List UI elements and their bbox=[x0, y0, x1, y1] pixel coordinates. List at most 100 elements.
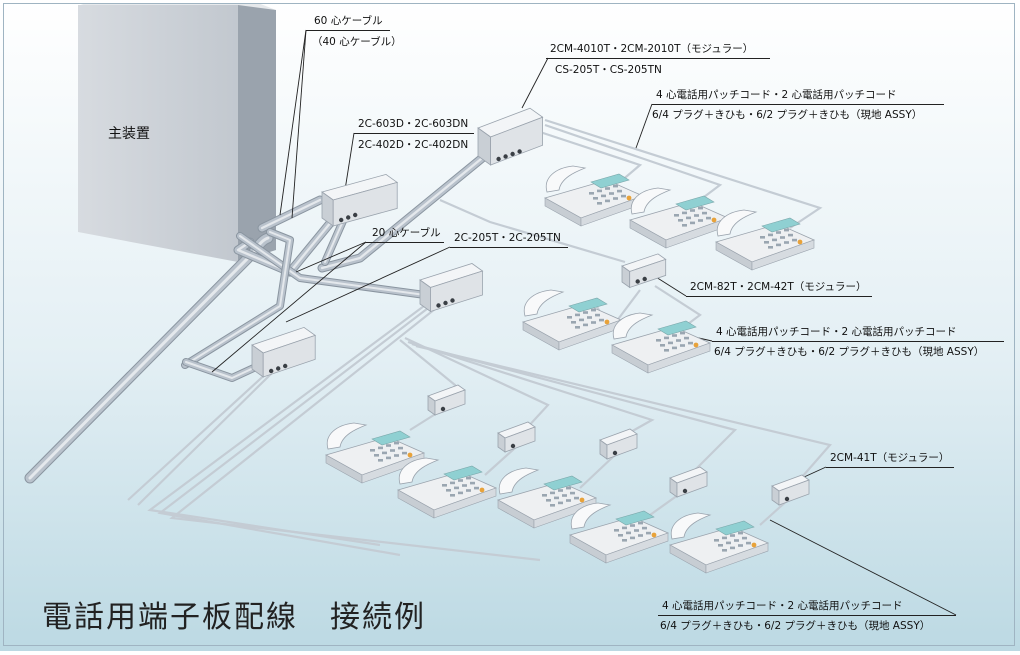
cable bbox=[236, 203, 347, 274]
phone-key bbox=[768, 233, 773, 237]
port bbox=[682, 488, 688, 494]
phone-key bbox=[390, 449, 395, 452]
phone-key bbox=[605, 199, 610, 203]
phone-key bbox=[470, 481, 475, 485]
leader-line bbox=[344, 132, 355, 191]
cable bbox=[260, 198, 322, 230]
phone-key bbox=[597, 189, 602, 193]
phone-key bbox=[374, 454, 379, 457]
phone-key bbox=[617, 189, 622, 193]
phone-key bbox=[664, 349, 669, 352]
phone-handset bbox=[523, 289, 565, 317]
phone-key bbox=[718, 544, 723, 547]
patch-cord bbox=[579, 454, 616, 489]
patch-cord bbox=[411, 342, 738, 476]
patch-cord bbox=[157, 301, 437, 557]
leader-line bbox=[521, 57, 549, 109]
telephone bbox=[714, 209, 816, 271]
phone-key bbox=[784, 241, 789, 244]
phone-key bbox=[386, 456, 391, 460]
terminal-board-20cable bbox=[251, 326, 317, 378]
page-title: 電話用端子板配線 接続例 bbox=[42, 600, 426, 635]
leader-line bbox=[291, 29, 307, 219]
underline bbox=[652, 104, 944, 105]
terminal-board-2c603d bbox=[321, 173, 399, 227]
phone-key bbox=[656, 339, 661, 342]
phone-key bbox=[672, 346, 677, 350]
phone-screen bbox=[568, 297, 608, 313]
phone-key bbox=[402, 451, 407, 455]
phone-key bbox=[682, 224, 687, 227]
phone-key bbox=[698, 219, 703, 222]
phone-key bbox=[660, 344, 665, 347]
port bbox=[276, 366, 281, 371]
phone-key bbox=[706, 216, 711, 220]
phone-key bbox=[458, 479, 463, 482]
modular-box bbox=[427, 384, 466, 416]
label-2cm4010t: 2CM-4010T・2CM-2010T（モジュラー） bbox=[550, 43, 754, 55]
phone-key bbox=[398, 446, 403, 450]
modular-box-2cm82t bbox=[621, 253, 667, 289]
port bbox=[642, 276, 647, 282]
phone-key bbox=[776, 243, 781, 247]
phone-key bbox=[571, 321, 576, 324]
label-cable60: 60 心ケーブル bbox=[314, 15, 383, 27]
phone-key bbox=[668, 341, 673, 345]
phone-screen bbox=[443, 465, 483, 481]
phone-key bbox=[599, 318, 604, 322]
label-2cm82t: 2CM-82T・2CM-42T（モジュラー） bbox=[690, 281, 867, 293]
phone-key bbox=[618, 534, 623, 537]
label-2c205t: 2C-205T・2C-205TN bbox=[454, 232, 561, 244]
phone-front bbox=[433, 487, 497, 519]
phone-screen bbox=[543, 475, 583, 491]
phone-key bbox=[674, 214, 679, 217]
patch-cord bbox=[539, 130, 643, 183]
phone-key bbox=[760, 236, 765, 239]
telephone bbox=[668, 512, 770, 574]
telephone bbox=[521, 289, 623, 351]
label-patch-bot-2: 6/4 プラグ＋きひも・6/2 プラグ＋きひも（現地 ASSY） bbox=[660, 620, 931, 632]
underline bbox=[686, 296, 872, 297]
phone-key bbox=[622, 526, 627, 530]
patch-cord bbox=[544, 123, 723, 201]
modular-box bbox=[669, 466, 708, 498]
phone-key bbox=[776, 231, 781, 234]
leader-line bbox=[285, 246, 451, 323]
phone-screen bbox=[715, 520, 755, 536]
phone-key bbox=[550, 504, 555, 507]
box-group bbox=[251, 107, 810, 506]
phone-screen bbox=[590, 173, 630, 189]
phone-key bbox=[591, 321, 596, 324]
phone-screen bbox=[761, 217, 801, 233]
modular-box bbox=[599, 428, 638, 460]
phone-key bbox=[450, 481, 455, 485]
phone-screen bbox=[657, 320, 697, 336]
phone-key bbox=[690, 221, 695, 225]
phone-key bbox=[680, 331, 685, 335]
phone-key bbox=[609, 192, 614, 195]
port bbox=[440, 406, 446, 412]
port bbox=[510, 151, 515, 157]
phone-screen bbox=[615, 510, 655, 526]
port bbox=[635, 279, 640, 284]
telephone bbox=[568, 502, 670, 564]
label-cable40: （40 心ケーブル） bbox=[312, 36, 402, 48]
phone-key bbox=[550, 491, 555, 495]
phone-key bbox=[678, 219, 683, 222]
port bbox=[496, 156, 501, 162]
phone-key bbox=[442, 484, 447, 487]
modular-box bbox=[497, 421, 536, 453]
phone-key bbox=[738, 531, 743, 535]
patch-cord bbox=[415, 344, 833, 486]
phone-key bbox=[558, 489, 563, 492]
label-cable20: 20 心ケーブル bbox=[372, 227, 441, 239]
patch-cord bbox=[439, 198, 626, 264]
phone-key bbox=[583, 323, 588, 327]
phone-key bbox=[570, 491, 575, 495]
port bbox=[283, 363, 288, 369]
phone-key bbox=[613, 197, 618, 200]
phone-key bbox=[722, 549, 727, 552]
phone-key bbox=[593, 197, 598, 200]
underline bbox=[826, 467, 954, 468]
port bbox=[503, 154, 508, 159]
